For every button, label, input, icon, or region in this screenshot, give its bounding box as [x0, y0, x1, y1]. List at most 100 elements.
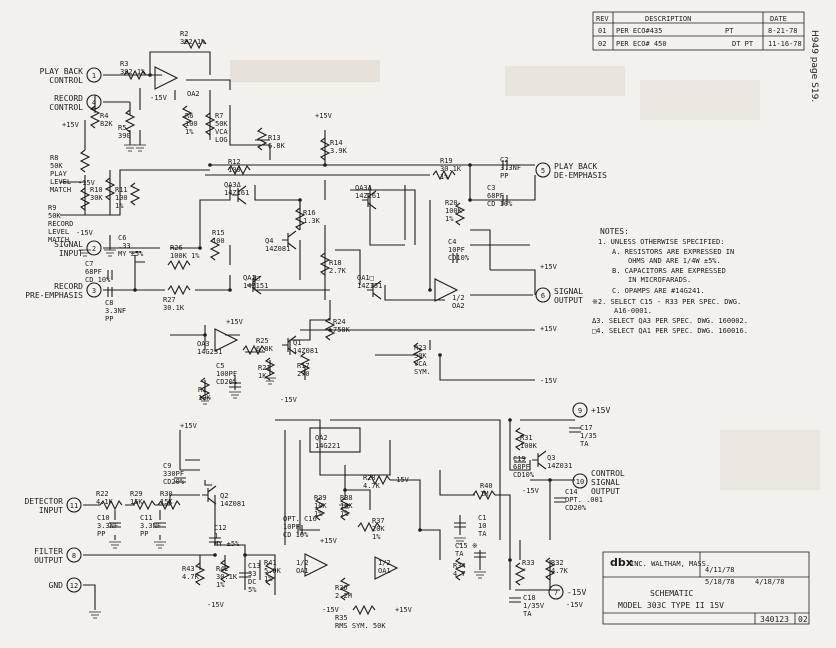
rev-row-2-by: DT PT	[732, 40, 754, 48]
component-label: PLAY	[50, 170, 68, 178]
component-label: 100	[212, 237, 225, 245]
component-r33: R33*	[514, 559, 535, 586]
component-label: OPT. C16	[283, 515, 317, 523]
terminal-label: CONTROL	[591, 469, 625, 478]
component-label: 3.9K	[330, 147, 348, 155]
capacitor-symbol	[297, 525, 303, 535]
capacitor-symbol	[502, 160, 508, 170]
component-label: 1.3K	[303, 217, 321, 225]
junction-dot	[228, 288, 232, 292]
component-label: 1%	[340, 510, 349, 518]
terminal-number: 8	[72, 552, 76, 560]
drawing-title: SCHEMATIC	[650, 589, 694, 598]
component-label: 14Z031	[547, 462, 572, 470]
resistor-symbol	[204, 112, 216, 136]
transistor-symbol	[202, 485, 217, 505]
junction-dot	[508, 418, 512, 422]
capacitor-symbol	[502, 195, 508, 205]
terminal-circle	[86, 240, 102, 256]
component-label: 3.3NF	[105, 307, 126, 315]
terminal-label: DETECTOR	[24, 497, 63, 506]
component-label: C3	[487, 184, 495, 192]
component-label: 14Z161	[355, 192, 380, 200]
component-label: 4.7K	[551, 567, 569, 575]
component-label: 1K	[258, 372, 267, 380]
component-label: 14Z081	[220, 500, 245, 508]
component-label: 3.3NF	[500, 164, 521, 172]
resistor-symbol	[412, 342, 424, 366]
component-label: R21	[258, 364, 271, 372]
terminal-number: 9	[578, 407, 582, 415]
note-line-10: □4. SELECT QA1 PER SPEC. DWG. 160016.	[592, 327, 748, 335]
component-label: CD10%	[513, 471, 535, 479]
component-label: R37	[372, 517, 385, 525]
component-label: CD 10%	[283, 531, 309, 539]
component-label: R4	[100, 112, 108, 120]
terminal-number: 2	[92, 245, 96, 253]
supply-label-minus-15v: -15V	[566, 601, 584, 609]
resistor-symbol	[264, 562, 276, 586]
component-label: 10K	[340, 502, 353, 510]
component-label: 14Z081	[265, 245, 290, 253]
resistor-symbol	[544, 557, 556, 581]
component-label: 30.1K	[440, 165, 462, 173]
component-label: R36	[335, 584, 348, 592]
wiring	[60, 51, 575, 610]
transistor-symbol	[367, 280, 382, 300]
junction-dot	[343, 488, 347, 492]
ic-symbol	[309, 427, 361, 453]
ground-icon	[264, 377, 276, 385]
component-label: 6.8K	[256, 345, 274, 353]
component-label: R41	[264, 559, 277, 567]
component-label: 2.7K	[329, 267, 347, 275]
component-label: R5	[118, 124, 126, 132]
resistor-symbol	[454, 557, 466, 581]
component-label: 4.7K	[182, 573, 200, 581]
component-label: R10	[90, 186, 103, 194]
component-label: 750K	[333, 326, 351, 334]
rev-header-date: DATE	[770, 15, 787, 23]
component-qa1b: QA1□14Z151	[357, 274, 382, 300]
capacitor-symbol	[569, 427, 581, 433]
component-label: CD 10%	[487, 200, 513, 208]
component-label: 100	[228, 166, 241, 174]
component-label: PP	[500, 172, 508, 180]
component-label: 14Z081	[293, 347, 318, 355]
transistor-symbol	[282, 335, 297, 355]
component-label: .33	[118, 242, 131, 250]
terminal-number: 1	[92, 72, 96, 80]
terminal-label: PRE-EMPHASIS	[25, 291, 83, 300]
component-label: LEVEL	[50, 178, 71, 186]
transistor-symbol	[532, 450, 547, 470]
terminal-number: 10	[576, 478, 584, 486]
component-c15: C15 ※TA	[455, 542, 486, 558]
opamp-symbol	[374, 556, 399, 580]
resistor-symbol	[219, 559, 231, 583]
note-line-8: A16-0001.	[614, 307, 652, 315]
component-label: OPT. .001	[565, 496, 603, 504]
resistor-symbol	[79, 187, 91, 211]
component-label: C8	[105, 299, 113, 307]
component-label: 33	[248, 570, 256, 578]
component-label: 5%	[248, 586, 257, 594]
component-label: PP	[97, 530, 105, 538]
terminal-9: 9+15V	[572, 402, 610, 418]
component-label: Q3	[547, 454, 555, 462]
component-label: QA3Δ	[224, 181, 242, 189]
supply-label-minus-15v: -15V	[78, 179, 96, 187]
terminal-circle	[86, 282, 102, 298]
